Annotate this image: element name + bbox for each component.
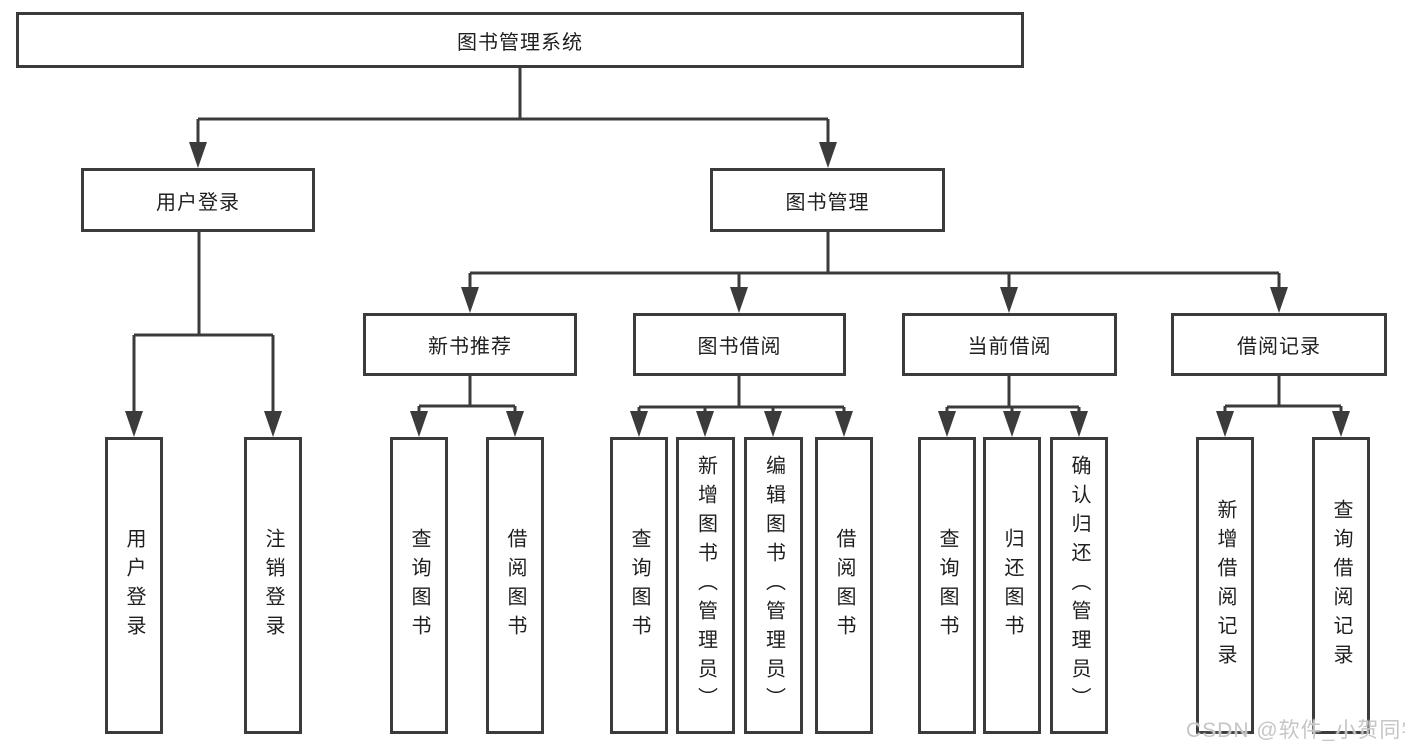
leaf-query-borrow-record: 查询借阅记录	[1312, 437, 1370, 734]
arrowhead	[835, 411, 853, 437]
arrowhead	[696, 411, 714, 437]
arrowhead	[938, 411, 956, 437]
leaf-logout-label: 注销登录	[262, 527, 284, 644]
arrowhead	[1070, 411, 1088, 437]
leaf-current-query-books: 查询图书	[918, 437, 976, 734]
node-user-login: 用户登录	[81, 168, 315, 232]
node-book-management: 图书管理	[710, 168, 945, 232]
node-book-borrowing: 图书借阅	[633, 313, 846, 376]
leaf-add-book-admin-label: 新增图书（管理员）	[694, 455, 717, 716]
arrowhead	[764, 411, 782, 437]
arrowhead	[1332, 411, 1350, 437]
arrowhead	[1003, 411, 1021, 437]
leaf-recommend-query-books-label: 查询图书	[408, 527, 430, 644]
arrowhead	[506, 411, 524, 437]
node-user-login-label: 用户登录	[156, 191, 240, 214]
leaf-add-borrow-record-label: 新增借阅记录	[1214, 498, 1236, 673]
watermark: CSDN @软件_小贺同学	[1186, 719, 1405, 742]
leaf-borrowing-query-books-label: 查询图书	[628, 527, 650, 644]
arrowhead	[125, 411, 143, 437]
node-new-book-recommend: 新书推荐	[363, 313, 577, 376]
leaf-add-book-admin: 新增图书（管理员）	[676, 437, 735, 734]
connector-borrowing-to-leaves	[637, 376, 846, 415]
arrowhead	[630, 411, 648, 437]
leaf-edit-book-admin-label: 编辑图书（管理员）	[762, 455, 785, 716]
arrowhead	[264, 411, 282, 437]
arrowhead	[819, 142, 837, 168]
leaf-edit-book-admin: 编辑图书（管理员）	[744, 437, 803, 734]
connector-recommend-to-leaves	[417, 376, 517, 415]
leaf-borrowing-query-books: 查询图书	[610, 437, 668, 734]
node-root: 图书管理系统	[16, 12, 1024, 68]
arrowhead	[730, 287, 748, 313]
arrowhead	[1000, 287, 1018, 313]
arrowhead	[410, 411, 428, 437]
connector-root-to-level2	[196, 68, 830, 146]
leaf-recommend-borrow-books: 借阅图书	[486, 437, 544, 734]
node-new-book-recommend-label: 新书推荐	[428, 336, 512, 358]
connector-bookmgmt-to-level3	[468, 232, 1281, 291]
arrowhead	[461, 287, 479, 313]
node-current-borrowing-label: 当前借阅	[967, 336, 1052, 358]
leaf-recommend-borrow-books-label: 借阅图书	[504, 527, 526, 644]
connector-records-to-leaves	[1223, 376, 1343, 415]
leaf-confirm-return-admin-label: 确认归还（管理员）	[1068, 455, 1090, 716]
leaf-user-login: 用户登录	[105, 437, 163, 734]
node-current-borrowing: 当前借阅	[902, 313, 1117, 376]
arrowhead	[189, 142, 207, 168]
leaf-return-books: 归还图书	[983, 437, 1041, 734]
arrowhead	[1270, 287, 1288, 313]
leaf-return-books-label: 归还图书	[1001, 527, 1023, 644]
leaf-recommend-query-books: 查询图书	[390, 437, 448, 734]
node-root-label: 图书管理系统	[457, 31, 583, 54]
leaf-logout: 注销登录	[244, 437, 302, 734]
node-book-borrowing-label: 图书借阅	[697, 336, 782, 358]
leaf-user-login-label: 用户登录	[123, 527, 145, 644]
leaf-borrowing-borrow-books-label: 借阅图书	[833, 527, 855, 644]
arrowhead	[1216, 411, 1234, 437]
connector-userlogin-to-leaves	[132, 232, 275, 415]
leaf-add-borrow-record: 新增借阅记录	[1196, 437, 1254, 734]
node-borrowing-records-label: 借阅记录	[1237, 336, 1321, 358]
leaf-query-borrow-record-label: 查询借阅记录	[1330, 498, 1352, 673]
leaf-confirm-return-admin: 确认归还（管理员）	[1050, 437, 1108, 734]
leaf-borrowing-borrow-books: 借阅图书	[815, 437, 873, 734]
connector-current-to-leaves	[945, 376, 1081, 415]
node-book-management-label: 图书管理	[785, 191, 870, 214]
leaf-current-query-books-label: 查询图书	[936, 527, 958, 644]
node-borrowing-records: 借阅记录	[1171, 313, 1387, 376]
